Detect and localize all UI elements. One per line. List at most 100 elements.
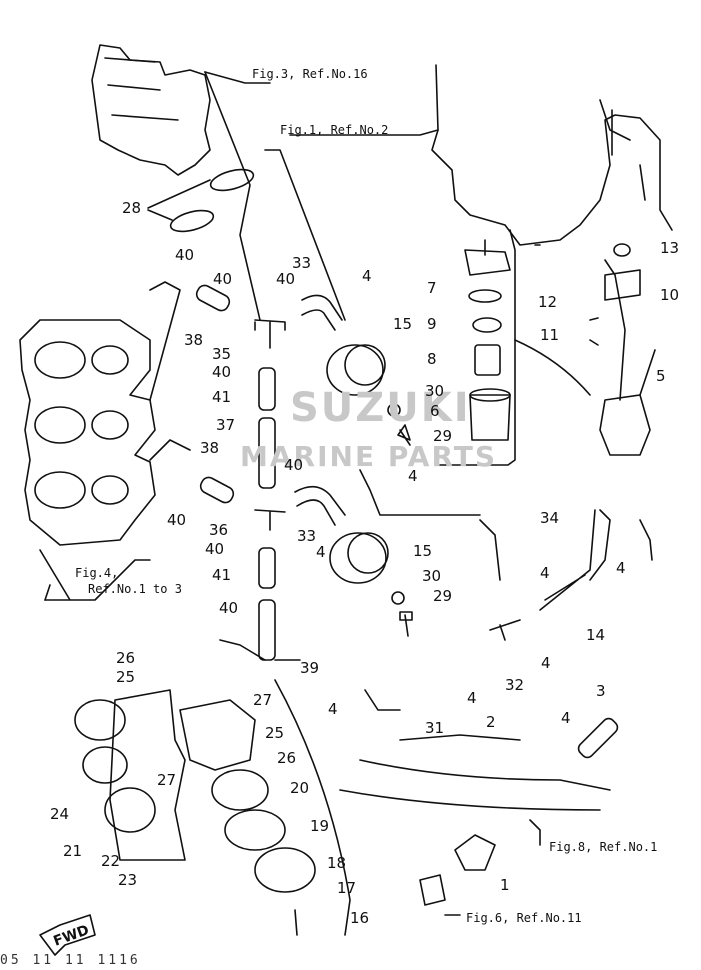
bolt-29-lower [399,611,413,637]
part-29: 29 [433,587,453,605]
part-4: 4 [316,543,326,561]
part-39: 39 [300,659,320,677]
diaphragm-24 [74,699,126,741]
hose-38-lower [199,476,235,504]
part-40: 40 [167,511,187,529]
part-4: 4 [362,267,372,285]
part-40: 40 [276,270,296,288]
footer-text: 05 11 11 1116 [0,953,141,968]
part-31: 31 [425,719,445,737]
hose-34 [359,469,501,581]
hose-41-lower [258,547,276,589]
hose-38-upper [195,284,231,312]
part-30: 30 [425,382,445,400]
part-17: 17 [337,879,357,897]
part-21: 21 [63,842,83,860]
part-30: 30 [422,567,442,585]
part-40: 40 [205,540,225,558]
hose-3 [577,717,619,759]
gasket-20 [211,769,269,811]
fwd-arrow [39,914,96,956]
part-22: 22 [101,852,121,870]
part-5: 5 [656,367,666,385]
hose-41-upper [258,367,276,411]
hose-33-upper [301,294,343,331]
part-18: 18 [327,854,347,872]
watermark-line1: SUZUKI [290,385,471,431]
washer-30-upper [387,403,401,417]
part-2: 2 [486,713,496,731]
gasket-28-upper [209,168,255,192]
part-14: 14 [586,626,606,644]
fuel-connector-1 [419,834,496,906]
part-6: 6 [430,402,440,420]
part-10: 10 [660,286,680,304]
gasket-28-lower [169,209,215,233]
part-4: 4 [467,689,477,707]
part-8: 8 [427,350,437,368]
hose-39 [258,599,276,661]
part-4: 4 [540,564,550,582]
ref-fig1: Fig.1, Ref.No.2 [280,123,389,137]
part-33: 33 [297,527,317,545]
part-23: 23 [118,871,138,889]
part-11: 11 [540,326,560,344]
filter-element-7 [468,289,502,303]
hose-14 [539,509,596,611]
part-41: 41 [212,388,232,406]
part-38: 38 [184,331,204,349]
part-20: 20 [290,779,310,797]
ref-fig4-line1: Fig.4, [75,566,119,580]
bolt-29-upper [397,424,411,446]
part-35: 35 [212,345,232,363]
part-15: 15 [413,542,433,560]
part-3: 3 [596,682,606,700]
filter-screen-8 [474,344,501,376]
ref-fig3: Fig.3, Ref.No.16 [252,67,368,81]
fuel-filter-5 [599,394,651,456]
part-19: 19 [310,817,330,835]
pump-outline [109,689,186,861]
fuel-pump-15-upper [326,344,384,396]
hose-37 [258,417,276,489]
part-40: 40 [212,363,232,381]
tee-joint-35 [254,319,286,349]
filter-bowl-6 [469,394,511,441]
part-7: 7 [427,279,437,297]
part-28: 28 [122,199,142,217]
nut-13 [613,243,631,257]
part-34: 34 [540,509,560,527]
part-4: 4 [408,467,418,485]
part-13: 13 [660,239,680,257]
part-12: 12 [538,293,558,311]
washer-30-lower [391,591,405,605]
bracket-10 [604,269,641,301]
part-26: 26 [116,649,136,667]
part-4: 4 [616,559,626,577]
part-40: 40 [284,456,304,474]
part-33: 33 [292,254,312,272]
cover-18 [254,847,316,893]
part-4: 4 [541,654,551,672]
part-4: 4 [561,709,571,727]
engine-block-outline [431,64,673,246]
part-40: 40 [213,270,233,288]
part-4: 4 [328,700,338,718]
part-29: 29 [433,427,453,445]
ref-fig4-line2: Ref.No.1 to 3 [88,582,182,596]
plate-19 [224,809,286,851]
hose-31 [364,689,401,711]
part-40: 40 [219,599,239,617]
part-41: 41 [212,566,232,584]
part-37: 37 [216,416,236,434]
part-25: 25 [265,724,285,742]
part-16: 16 [350,909,370,927]
tee-joint-36 [254,509,286,531]
part-36: 36 [209,521,229,539]
part-15: 15 [393,315,413,333]
part-1: 1 [500,876,510,894]
cover-21 [104,787,156,833]
part-27: 27 [253,691,273,709]
part-32: 32 [505,676,525,694]
